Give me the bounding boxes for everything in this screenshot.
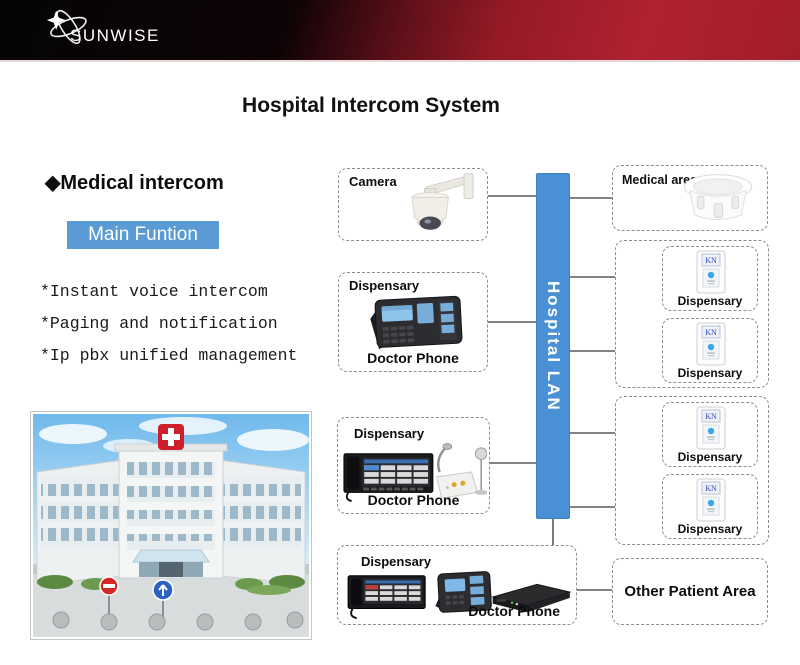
- dispensary-node-1: Dispensary Doctor Phone: [338, 272, 488, 372]
- svg-text:KN: KN: [705, 256, 717, 265]
- kn-terminal-image: KN: [696, 406, 726, 450]
- kn-dispensary-node-1: KN Dispensary: [662, 246, 758, 311]
- hospital-lan-label: Hospital LAN: [544, 280, 563, 412]
- brand-banner: SUNWISE: [0, 0, 800, 62]
- kn-dispensary-node-4: KN Dispensary: [662, 474, 758, 539]
- medical-area-node: Medical area: [612, 165, 768, 231]
- medical-intercom-heading: ◆Medical intercom: [45, 172, 224, 194]
- hospital-lan-bar: Hospital LAN: [536, 173, 570, 519]
- camera-node: Camera: [338, 168, 488, 241]
- feature-item: *Ip pbx unified management: [40, 346, 298, 365]
- kn-terminal-image: KN: [696, 322, 726, 366]
- brand-name: SUNWISE: [70, 26, 160, 45]
- dispensary-node-1-caption: Doctor Phone: [367, 350, 459, 366]
- feature-item: *Instant voice intercom: [40, 282, 268, 301]
- camera-node-title: Camera: [349, 174, 397, 189]
- kn-terminal-image: KN: [696, 250, 726, 294]
- feature-item: *Paging and notification: [40, 314, 278, 333]
- intercom-console-image: [343, 443, 487, 503]
- svg-text:KN: KN: [705, 328, 717, 337]
- hospital-building-image: [33, 414, 309, 637]
- atom-icon: [46, 9, 87, 45]
- ceiling-speaker-image: [683, 174, 753, 221]
- dispensary-node-3-caption: Doctor Phone: [468, 603, 560, 619]
- hospital-photo: [30, 411, 312, 640]
- dispensary-node-2-caption: Doctor Phone: [367, 492, 460, 508]
- dispensary-node-1-title: Dispensary: [349, 278, 420, 293]
- main-funtion-banner: Main Funtion: [67, 221, 219, 249]
- dispensary-node-3: Dispensary: [337, 545, 577, 625]
- kn-node-1-label: Dispensary: [677, 294, 743, 308]
- medical-area-title: Medical area: [622, 173, 698, 187]
- other-patient-area-node: Other Patient Area: [612, 558, 768, 625]
- feature-list: *Instant voice intercom *Paging and noti…: [40, 276, 297, 372]
- dispensary-node-2-title: Dispensary: [354, 426, 425, 441]
- svg-text:KN: KN: [705, 484, 717, 493]
- dispensary-node-3-title: Dispensary: [361, 554, 432, 569]
- kn-dispensary-node-2: KN Dispensary: [662, 318, 758, 383]
- ip-phone-image: [370, 295, 463, 350]
- kn-node-4-label: Dispensary: [677, 522, 743, 536]
- kn-dispensary-node-3: KN Dispensary: [662, 402, 758, 467]
- other-patient-area-label: Other Patient Area: [624, 583, 756, 600]
- kn-terminal-image: KN: [696, 478, 726, 522]
- kn-node-3-label: Dispensary: [677, 450, 743, 464]
- svg-text:KN: KN: [705, 412, 717, 421]
- dispensary-node-2: Dispensary Doctor: [337, 417, 490, 514]
- ptz-camera-image: [411, 173, 474, 230]
- doctor-station-image: [347, 571, 572, 620]
- page-title: Hospital Intercom System: [242, 94, 500, 117]
- kn-node-2-label: Dispensary: [677, 366, 743, 380]
